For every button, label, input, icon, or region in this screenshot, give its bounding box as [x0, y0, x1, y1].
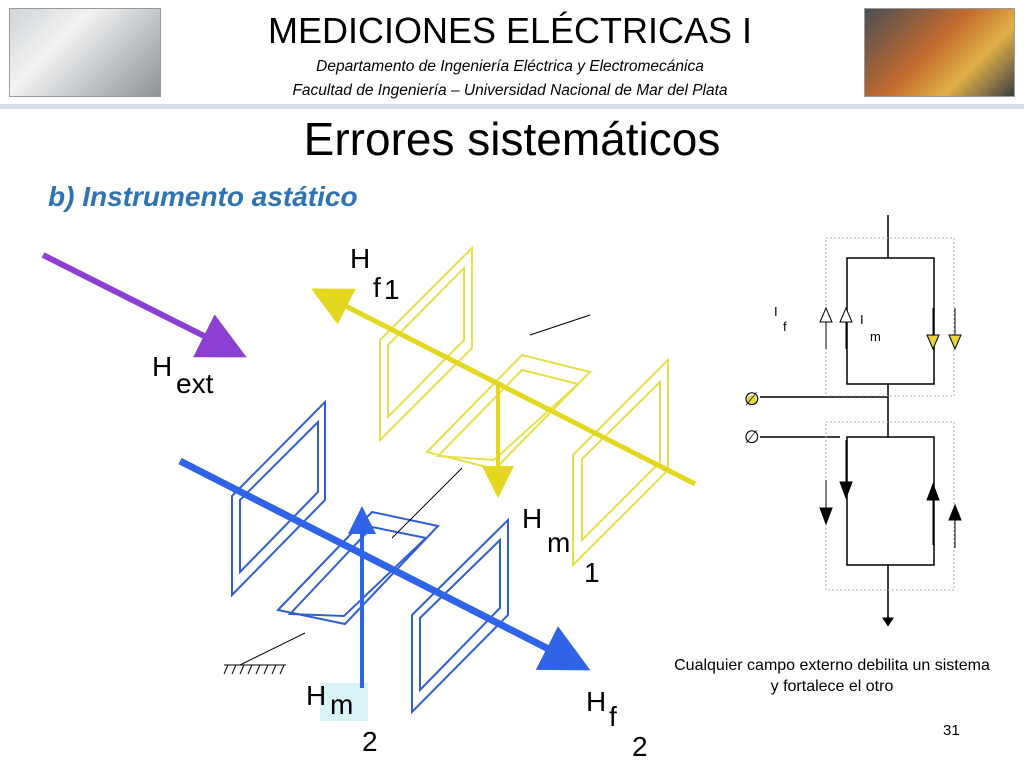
- hf2-label-num: 2: [632, 731, 648, 762]
- hf2-label-sub: f: [609, 701, 617, 732]
- hm2-highlight: [320, 683, 368, 721]
- hf2-arrow: [178, 457, 591, 671]
- circuit-dotted-outline: [825, 237, 955, 591]
- hm2-label-main: H: [306, 680, 327, 711]
- hm2-label-num: 2: [362, 726, 378, 757]
- lower-coil-left: [231, 399, 326, 598]
- hext-label-sub: ext: [176, 368, 214, 399]
- hm1-label-num: 1: [584, 557, 600, 588]
- hf2-label-main: H: [586, 686, 607, 717]
- hm2-label-sub: m: [330, 689, 354, 720]
- course-title: MEDICIONES ELÉCTRICAS I: [267, 10, 753, 51]
- circuit-caption: Cualquier campo externo debilita un sist…: [674, 657, 990, 695]
- upper-moving-coil: [425, 353, 592, 471]
- hf1-label-num: 1: [384, 274, 400, 305]
- page-number: 31: [943, 722, 960, 739]
- if-label-main: I: [774, 304, 778, 319]
- lower-coil-right: [411, 517, 509, 715]
- lower-shaft: [239, 632, 306, 666]
- faculty-name: Facultad de Ingeniería – Universidad Nac…: [292, 82, 728, 99]
- im-label-sub: m: [870, 329, 881, 344]
- hm1-label-main: H: [522, 503, 543, 534]
- hext-arrow: [41, 252, 247, 358]
- phi-top-symbol: ∅: [744, 389, 760, 409]
- current-arrows: [819, 306, 962, 548]
- hm1-label-sub: m: [547, 527, 571, 558]
- lower-moving-coil: [276, 510, 440, 626]
- department-name: Departamento de Ingeniería Eléctrica y E…: [316, 58, 704, 75]
- ground-symbol: [223, 664, 286, 675]
- multimeter-photo-right: [864, 8, 1015, 97]
- hf1-arrow: [311, 288, 697, 487]
- im-label-main: I: [860, 312, 864, 327]
- slide-subtitle: b) Instrumento astático: [48, 181, 358, 212]
- upper-coil-left: [379, 245, 473, 443]
- hext-label-main: H: [152, 351, 173, 382]
- circuit-schematic: [760, 215, 935, 627]
- phi-dot-highlight: [747, 395, 757, 405]
- connecting-shaft: [391, 467, 463, 539]
- hf1-label-sub: f: [373, 272, 381, 303]
- header-divider: [0, 104, 1024, 109]
- hf1-label-main: H: [350, 243, 371, 274]
- if-label-sub: f: [783, 319, 787, 334]
- phi-bottom-symbol: ∅: [744, 427, 760, 447]
- upper-shaft: [529, 314, 591, 336]
- slide-title: Errores sistemáticos: [303, 113, 721, 165]
- multimeter-photo-left: [9, 8, 161, 97]
